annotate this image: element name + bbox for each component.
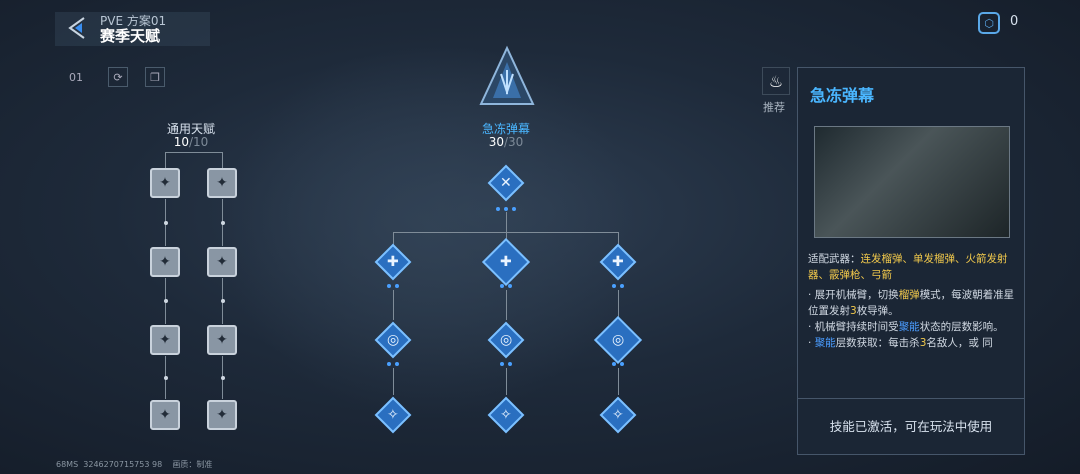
general-talent-label: 通用天赋 [166, 122, 215, 136]
copy-button[interactable]: ❐ [145, 67, 165, 87]
connector [393, 368, 394, 395]
talent-node[interactable]: ✦ [207, 400, 237, 430]
node-dot [220, 299, 225, 303]
node-dot [500, 362, 504, 366]
loadout-label: 01 [69, 70, 83, 84]
node-dot [504, 207, 508, 211]
currency-value: 0 [1010, 14, 1019, 29]
currency-icon: ⬡ [978, 12, 1000, 34]
recommend-button[interactable]: ♨ [762, 67, 790, 95]
node-dot [612, 284, 616, 288]
general-talent-count: 10/10 [173, 135, 209, 149]
plan-subtitle: PVE 方案01 [100, 14, 167, 28]
connector [393, 290, 394, 320]
node-dot [508, 284, 512, 288]
talent-icon: ✦ [216, 254, 228, 270]
talent-icon: ◎ [499, 332, 513, 348]
talent-detail-panel: 急冻弹幕 适配武器：连发榴弹、单发榴弹、火箭发射器、霰弹枪、弓箭 · 展开机械臂… [797, 67, 1025, 455]
talent-node[interactable]: ✦ [207, 325, 237, 355]
detail-title: 急冻弹幕 [810, 86, 875, 105]
talent-icon: ✦ [159, 175, 171, 191]
desc-line-2: · 机械臂持续时间受聚能状态的层数影响。 [808, 321, 1004, 333]
talent-icon: ✧ [500, 406, 512, 423]
connector [506, 368, 507, 395]
connector [165, 152, 222, 153]
connector [618, 368, 619, 395]
node-dot [496, 207, 500, 211]
recommend-label: 推荐 [763, 101, 785, 114]
talent-icon: ✦ [159, 254, 171, 270]
talent-icon: ✦ [159, 407, 171, 423]
node-dot [508, 362, 512, 366]
talent-node[interactable]: ✦ [207, 247, 237, 277]
status-bar: 68MS 3246270715753 98 画质：制准 [56, 460, 213, 469]
reset-button[interactable]: ⟳ [108, 67, 128, 87]
connector [618, 290, 619, 320]
node-dot [163, 299, 168, 303]
node-dot [220, 375, 225, 380]
connector [393, 232, 618, 233]
detail-description: 适配武器：连发榴弹、单发榴弹、火箭发射器、霰弹枪、弓箭 · 展开机械臂，切换榴弹… [808, 251, 1020, 351]
connector [222, 152, 223, 168]
main-talent-emblem[interactable] [479, 44, 535, 112]
node-dot [163, 375, 168, 380]
talent-icon: ✦ [216, 332, 228, 348]
node-dot [620, 284, 624, 288]
skill-preview-image [814, 126, 1010, 238]
talent-node[interactable]: ✦ [150, 400, 180, 430]
talent-icon: ✕ [500, 174, 512, 191]
loadout-button[interactable]: 01 [66, 67, 86, 87]
node-dot [387, 362, 391, 366]
talent-node[interactable]: ✦ [150, 325, 180, 355]
talent-icon: ◎ [386, 332, 400, 348]
node-dot [220, 220, 225, 225]
node-dot [163, 220, 168, 225]
main-talent-count: 30/30 [488, 135, 524, 149]
weapons-line: 适配武器：连发榴弹、单发榴弹、火箭发射器、霰弹枪、弓箭 [808, 253, 1008, 281]
talent-icon: ✦ [216, 175, 228, 191]
node-dot [395, 284, 399, 288]
connector [618, 232, 619, 246]
desc-line-3: · 聚能层数获取：每击杀3名敌人，或 同 [808, 337, 993, 349]
talent-icon: ✦ [159, 332, 171, 348]
talent-icon: ✦ [216, 407, 228, 423]
node-dot [387, 284, 391, 288]
desc-line-1: · 展开机械臂，切换榴弹模式，每波朝着准星位置发射3枚导弹。 [808, 289, 1015, 317]
fire-icon: ♨ [768, 72, 784, 91]
node-dot [620, 362, 624, 366]
talent-icon: ✚ [612, 253, 624, 270]
talent-icon: ✧ [387, 406, 399, 423]
talent-node[interactable]: ✦ [150, 168, 180, 198]
node-dot [500, 284, 504, 288]
background-mech [220, 40, 640, 420]
connector [165, 152, 166, 168]
talent-node[interactable]: ✦ [207, 168, 237, 198]
node-dot [395, 362, 399, 366]
talent-icon: ✧ [612, 406, 624, 423]
node-dot [512, 207, 516, 211]
talent-node[interactable]: ✦ [150, 247, 180, 277]
page-title: 赛季天赋 [100, 27, 161, 45]
connector [506, 212, 507, 232]
node-dot [612, 362, 616, 366]
talent-icon: ✚ [500, 253, 512, 270]
talent-icon: ✚ [387, 253, 399, 270]
activation-status: 技能已激活，可在玩法中使用 [798, 398, 1024, 454]
reset-icon: ⟳ [113, 70, 123, 84]
connector [393, 232, 394, 246]
talent-icon: ◎ [611, 332, 625, 348]
connector [506, 290, 507, 320]
main-talent-label: 急冻弹幕 [481, 122, 530, 136]
copy-icon: ❐ [150, 70, 160, 84]
back-button[interactable] [66, 16, 88, 40]
